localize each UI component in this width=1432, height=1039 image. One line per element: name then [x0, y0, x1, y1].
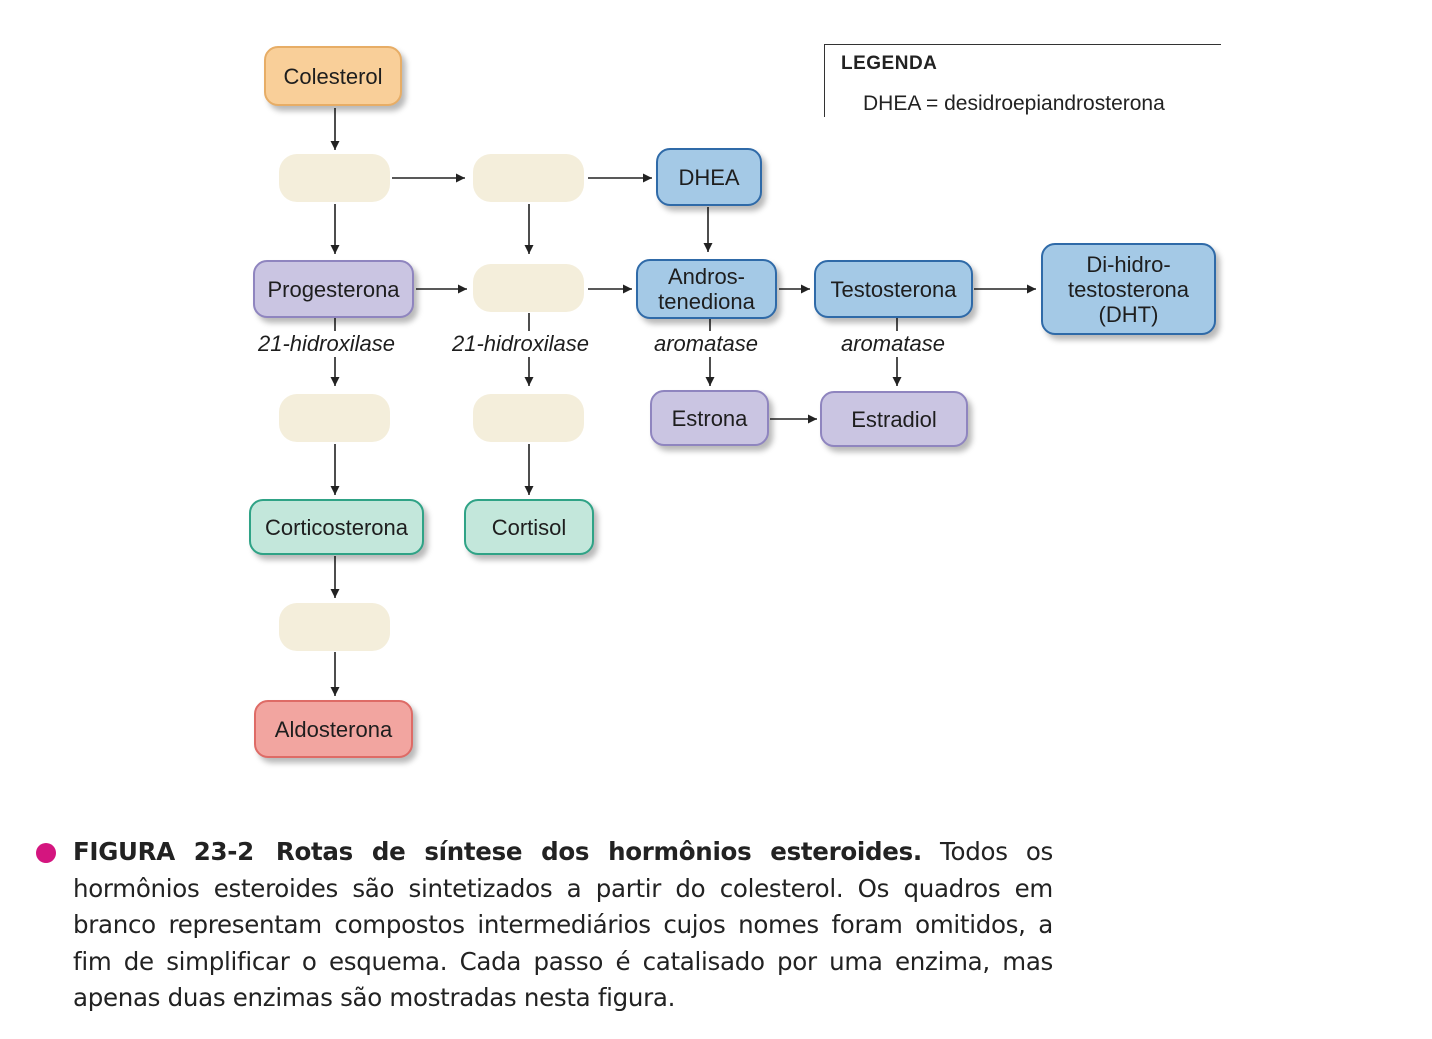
- legend-title: LEGENDA: [841, 53, 938, 74]
- node-cortisol: Cortisol: [464, 499, 594, 555]
- node-dht: Di-hidro- testosterona (DHT): [1041, 243, 1216, 335]
- node-androstenediona: Andros- tenediona: [636, 259, 777, 319]
- intermediate-box: [473, 394, 584, 442]
- intermediate-box: [279, 603, 390, 651]
- intermediate-box: [473, 264, 584, 312]
- node-estradiol: Estradiol: [820, 391, 968, 447]
- enzyme-label-aromatase: aromatase: [652, 331, 760, 357]
- node-colesterol: Colesterol: [264, 46, 402, 106]
- figure-caption: FIGURA 23-2 Rotas de síntese dos hormônio…: [73, 834, 1053, 1017]
- enzyme-label-21-hidroxilase: 21-hidroxilase: [450, 331, 591, 357]
- legend: LEGENDA DHEA = desidroepiandrosterona: [824, 44, 1221, 117]
- caption-bullet-icon: [36, 843, 56, 863]
- node-aldosterona: Aldosterona: [254, 700, 413, 758]
- legend-entry: DHEA = desidroepiandrosterona: [863, 92, 1165, 115]
- node-corticosterona: Corticosterona: [249, 499, 424, 555]
- caption-text: Todos os hormônios esteroides são sintet…: [73, 837, 1053, 1012]
- node-testosterona: Testosterona: [814, 260, 973, 318]
- node-progesterona: Progesterona: [253, 260, 414, 318]
- intermediate-box: [279, 154, 390, 202]
- enzyme-label-21-hidroxilase: 21-hidroxilase: [256, 331, 397, 357]
- intermediate-box: [473, 154, 584, 202]
- caption-label: FIGURA 23-2: [73, 837, 254, 866]
- intermediate-box: [279, 394, 390, 442]
- caption-title: Rotas de síntese dos hormônios esteroide…: [275, 837, 922, 866]
- enzyme-label-aromatase: aromatase: [839, 331, 947, 357]
- node-estrona: Estrona: [650, 390, 769, 446]
- node-dhea: DHEA: [656, 148, 762, 206]
